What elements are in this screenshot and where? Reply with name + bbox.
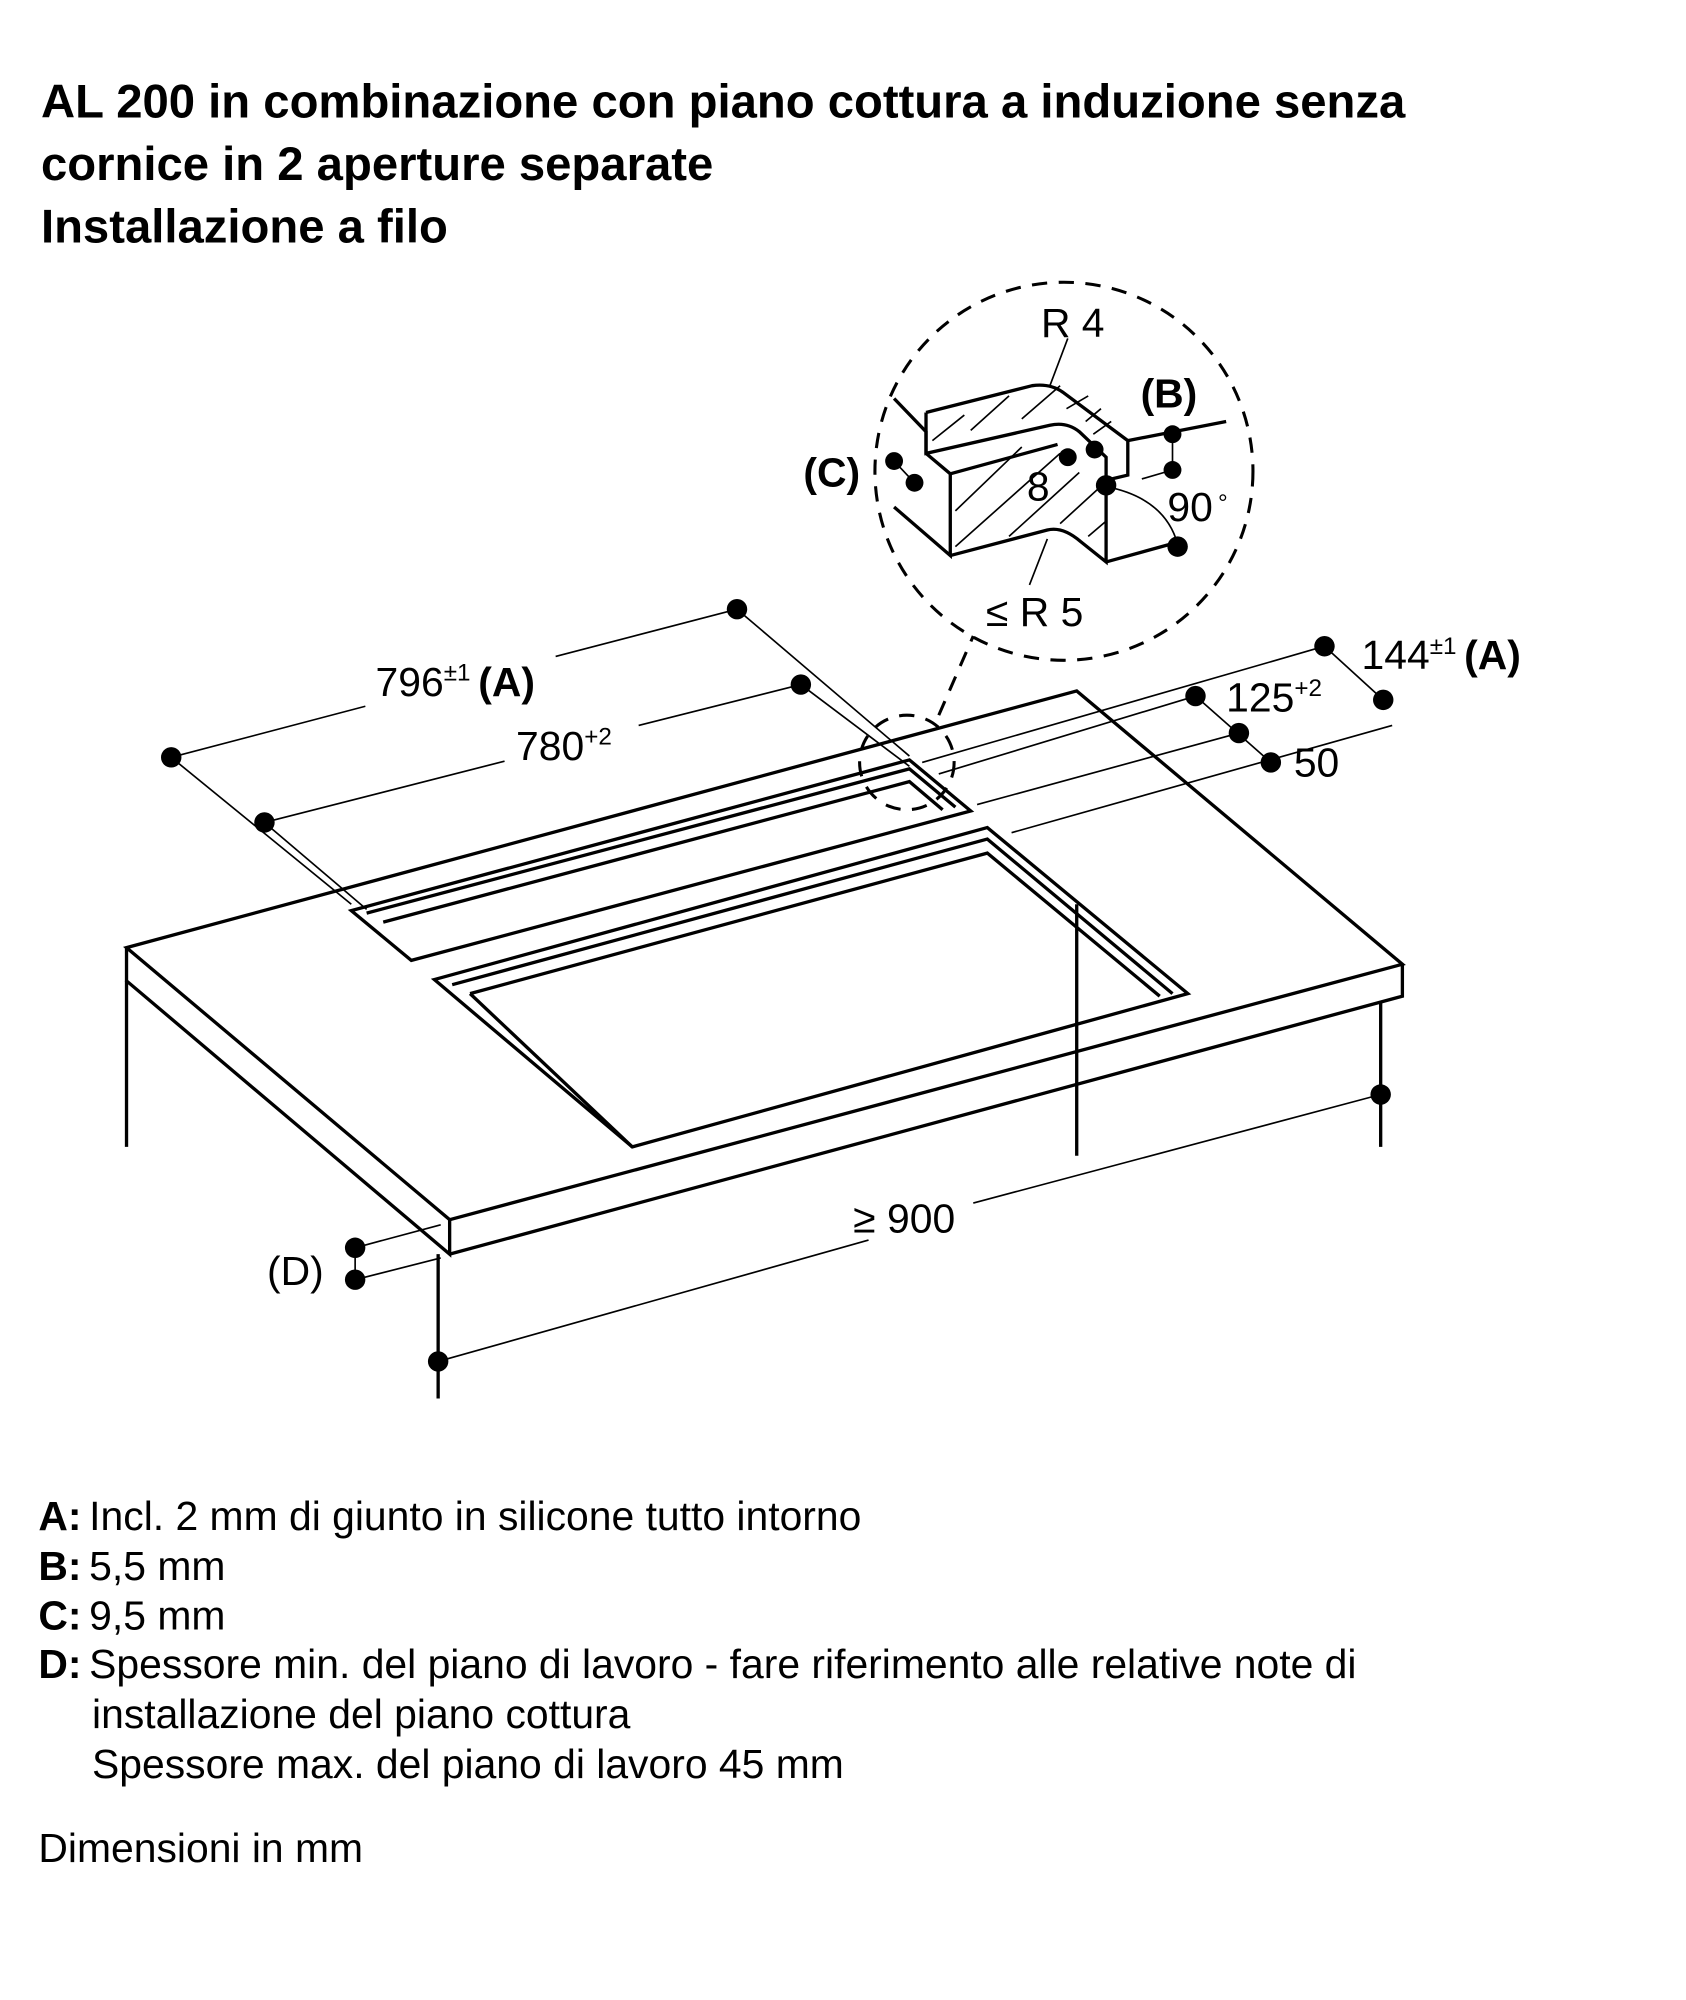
dimension-d: (D) — [267, 1223, 441, 1294]
dimension-144-125-50: 144±1(A) 125+2 50 — [921, 632, 1521, 834]
dimension-780-label: 780+2 — [516, 723, 612, 769]
ref-c-label: (C) — [803, 450, 860, 496]
title-line-1: AL 200 in combinazione con piano cottura… — [41, 75, 1406, 128]
legend-item-b: B:5,5 mm — [38, 1543, 225, 1589]
dimension-900: ≥ 900 — [427, 1084, 1391, 1372]
dimension-50-label: 50 — [1294, 740, 1339, 786]
dimension-8-label: 8 — [1027, 464, 1050, 510]
radius-5-label: ≤ R 5 — [986, 589, 1083, 635]
edge-detail-callout: R 4 (B) (C) 8 90° ≤ R 5 — [803, 280, 1255, 812]
dimension-d-label: (D) — [267, 1248, 324, 1294]
ref-b-label: (B) — [1141, 370, 1198, 416]
dimension-780: 780+2 — [254, 674, 910, 910]
radius-4-label: R 4 — [1041, 300, 1105, 346]
angle-90-label: 90° — [1167, 484, 1227, 530]
legend-item-c: C:9,5 mm — [38, 1593, 225, 1639]
dimension-125-label: 125+2 — [1226, 674, 1322, 720]
legend-item-d-max-thickness: Spessore max. del piano di lavoro 45 mm — [92, 1741, 844, 1787]
legend: A:Incl. 2 mm di giunto in silicone tutto… — [38, 1493, 1356, 1871]
dimension-796-label: 796±1(A) — [376, 659, 535, 705]
title-line-3: Installazione a filo — [41, 201, 448, 254]
legend-item-d-continuation: installazione del piano cottura — [92, 1691, 631, 1737]
dimension-900-label: ≥ 900 — [853, 1195, 955, 1241]
dimension-144-label: 144±1(A) — [1362, 632, 1521, 678]
countertop — [123, 689, 1406, 1399]
units-note: Dimensioni in mm — [38, 1825, 363, 1871]
legend-item-d: D:Spessore min. del piano di lavoro - fa… — [38, 1641, 1356, 1687]
legend-item-a: A:Incl. 2 mm di giunto in silicone tutto… — [38, 1493, 861, 1539]
hob-cutout — [430, 825, 1192, 1149]
title-line-2: cornice in 2 aperture separate — [41, 138, 713, 191]
